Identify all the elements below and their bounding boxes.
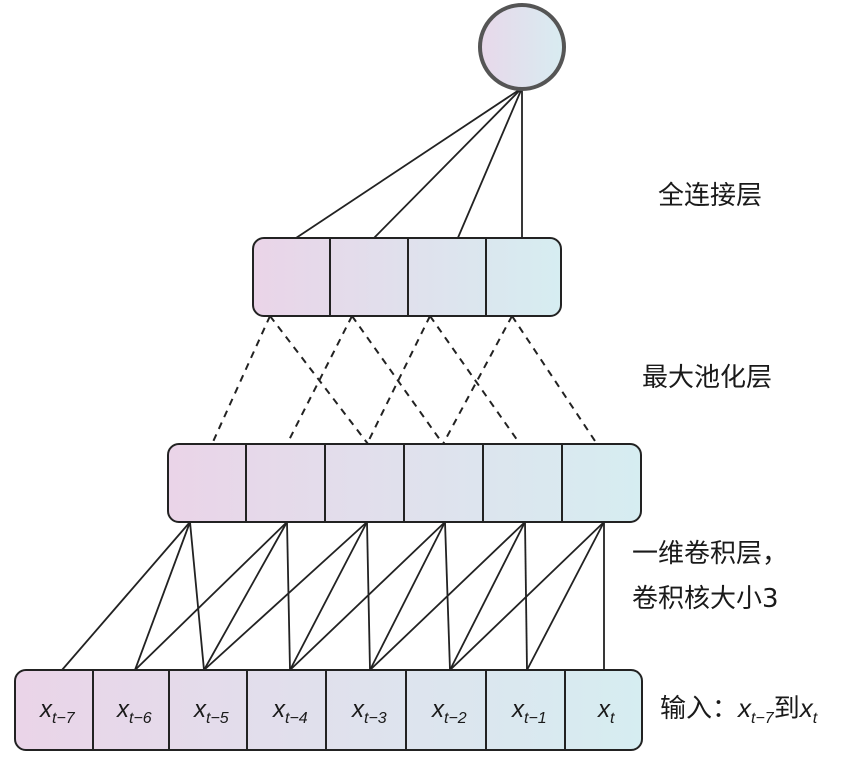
- pool-edge-1-0: [286, 315, 353, 445]
- conv-edge-1-0: [134, 521, 288, 671]
- fc-edge-1: [371, 87, 523, 241]
- input-cell-label: xt−3: [351, 696, 387, 727]
- conv-edge-5-1: [526, 521, 605, 671]
- pool-edge-3-0: [442, 315, 513, 445]
- conv-edge-0-1: [134, 521, 191, 671]
- pool-edge-2-0: [366, 315, 431, 445]
- input-cell-label: xt−4: [272, 696, 308, 727]
- input-to-variable: xt: [799, 693, 818, 728]
- input-layer-box: [14, 669, 643, 751]
- input-layer-label: 输入：xt−7到xt: [660, 692, 817, 729]
- convolution-edges: [61, 521, 605, 671]
- convolution-layer-box: [167, 443, 642, 523]
- input-cell-label: xt: [597, 696, 615, 727]
- conv-edge-3-0: [289, 521, 446, 671]
- input-cell-label: xt−1: [511, 696, 547, 727]
- fc-edge-0: [292, 87, 523, 241]
- conv-edge-2-0: [203, 521, 368, 671]
- conv-edge-1-1: [203, 521, 288, 671]
- conv-edge-3-1: [369, 521, 446, 671]
- pool-edge-3-1: [511, 315, 598, 445]
- pool-edge-0-1: [269, 315, 369, 445]
- conv-edge-0-0: [61, 521, 191, 671]
- convolution-layer-label-line1: 一维卷积层，: [632, 539, 789, 569]
- conv-edge-0-2: [189, 521, 205, 671]
- fully-connected-layer-box: [252, 237, 562, 317]
- input-from-variable: xt−7: [738, 693, 774, 728]
- max-pooling-layer-label: 最大池化层: [642, 363, 773, 393]
- input-cell-label: xt−7: [39, 696, 76, 727]
- conv-edge-4-0: [369, 521, 526, 671]
- input-cell-labels: xt−7 xt−6 xt−5 xt−4 xt−3 xt−2 xt−1 xt: [39, 696, 615, 727]
- conv-edge-1-2: [286, 521, 291, 671]
- max-pooling-edges: [211, 315, 598, 445]
- fc-edge-2: [456, 87, 523, 241]
- fully-connected-edges: [292, 87, 523, 241]
- input-cell-label: xt−2: [431, 696, 467, 727]
- pool-edge-2-1: [429, 315, 521, 445]
- input-cell-label: xt−5: [193, 696, 229, 727]
- input-cell-label: xt−6: [116, 696, 152, 727]
- convolution-layer-label-line2: 卷积核大小3: [632, 584, 779, 614]
- input-label-to: 到: [773, 694, 800, 724]
- conv-edge-2-1: [289, 521, 368, 671]
- fully-connected-layer-label: 全连接层: [658, 181, 763, 211]
- conv-edge-4-1: [449, 521, 526, 671]
- output-node: [478, 3, 566, 91]
- input-label-prefix: 输入：: [660, 694, 739, 724]
- pool-edge-0-0: [211, 315, 271, 445]
- conv-edge-5-0: [449, 521, 605, 671]
